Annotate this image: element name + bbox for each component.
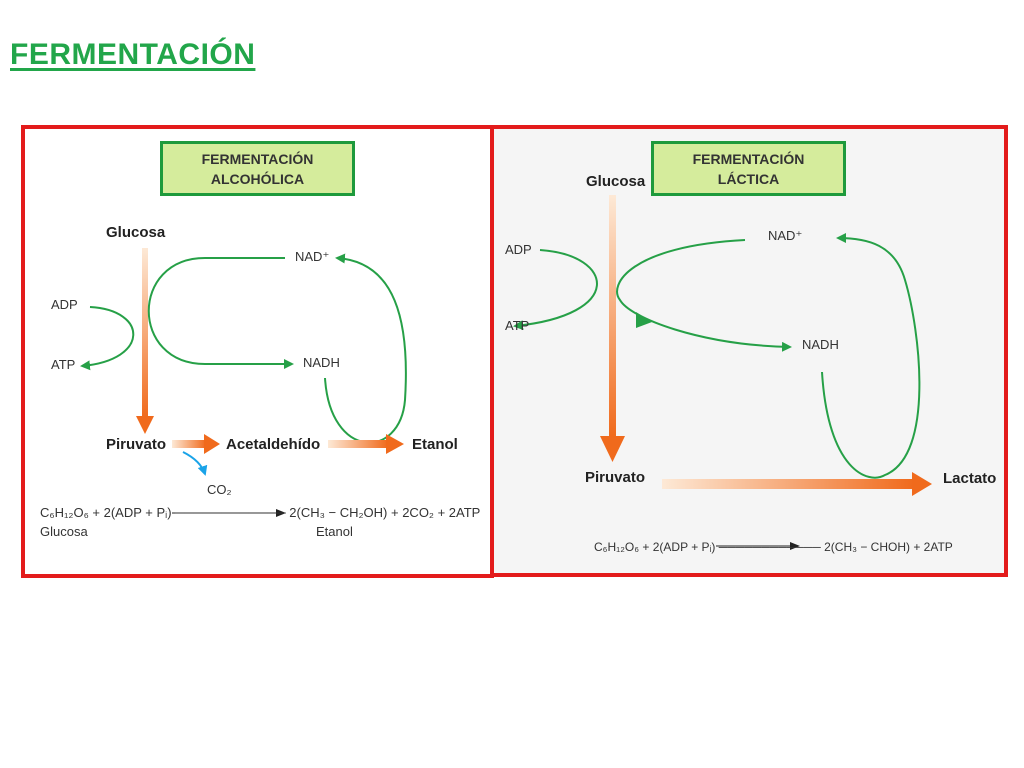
lactic-title-line2: LÁCTICA <box>717 170 780 187</box>
adp-atp-arc-right <box>513 249 598 331</box>
atp-label-left: ATP <box>51 357 76 372</box>
equation-ethanol-caption: Etanol <box>316 524 353 539</box>
glucose-label-left: Glucosa <box>106 224 166 241</box>
equation-glucose-caption: Glucosa <box>40 524 88 539</box>
pyruvate-to-lactate-arrow <box>662 479 914 489</box>
nadh-label-right: NADH <box>802 337 839 352</box>
page-title: FERMENTACIÓN <box>10 38 256 71</box>
glucose-to-pyruvate-arrow-right <box>609 195 616 437</box>
pyruvate-to-lactate-arrowhead <box>912 472 932 496</box>
glucose-to-pyruvate-arrowhead-left <box>136 416 154 434</box>
lactic-fermentation-title-box: FERMENTACIÓN LÁCTICA <box>651 141 846 196</box>
lactate-label: Lactato <box>943 470 997 487</box>
nad-plus-label-right: NAD⁺ <box>768 228 803 243</box>
pyruvate-label-left: Piruvato <box>106 436 167 453</box>
nadh-label-left: NADH <box>303 355 340 370</box>
alcoholic-equation: C₆H₁₂O₆ + 2(ADP + Pᵢ) ──────────── 2(CH₃… <box>40 505 481 520</box>
cycle-midpoint-arrowhead-right <box>636 312 652 328</box>
acetaldehyde-to-ethanol-arrowhead <box>386 434 404 454</box>
alcoholic-title-line1: FERMENTACIÓN <box>201 150 314 167</box>
equation-arrowhead-right <box>790 542 800 550</box>
nadh-regeneration-loop-left <box>324 253 407 444</box>
equation-arrowhead-left <box>276 509 286 517</box>
co2-label: CO₂ <box>207 482 232 497</box>
pyruvate-to-acetaldehyde-arrowhead <box>204 434 220 454</box>
pyruvate-to-acetaldehyde-arrow <box>172 440 206 448</box>
acetaldehyde-to-ethanol-arrow <box>328 440 388 448</box>
adp-label-right: ADP <box>505 242 532 257</box>
adp-atp-arc-left <box>80 306 135 371</box>
lactic-fermentation-panel <box>490 125 1008 577</box>
acetaldehyde-label: Acetaldehído <box>226 436 321 453</box>
adp-label-left: ADP <box>51 297 78 312</box>
glucose-label-right: Glucosa <box>586 173 646 190</box>
glucose-to-pyruvate-arrowhead-right <box>600 436 625 462</box>
nad-plus-label-left: NAD⁺ <box>295 249 330 264</box>
alcoholic-title-line2: ALCOHÓLICA <box>210 170 305 187</box>
nad-nadh-cycle-right <box>616 239 792 352</box>
ethanol-label: Etanol <box>412 436 458 453</box>
alcoholic-fermentation-title-box: FERMENTACIÓN ALCOHÓLICA <box>160 141 355 196</box>
atp-label-right: ATP <box>505 318 530 333</box>
alcoholic-fermentation-panel <box>21 125 494 578</box>
lactic-title-line1: FERMENTACIÓN <box>692 150 805 167</box>
co2-release-arrow <box>182 451 208 476</box>
nadh-regeneration-loop-right <box>821 233 921 479</box>
nad-nadh-cycle-left <box>147 257 294 369</box>
pyruvate-label-right: Piruvato <box>585 469 646 486</box>
lactic-equation: C₆H₁₂O₆ + 2(ADP + Pᵢ) ──────────── 2(CH₃… <box>594 540 953 554</box>
glucose-to-pyruvate-arrow-left <box>142 248 148 418</box>
